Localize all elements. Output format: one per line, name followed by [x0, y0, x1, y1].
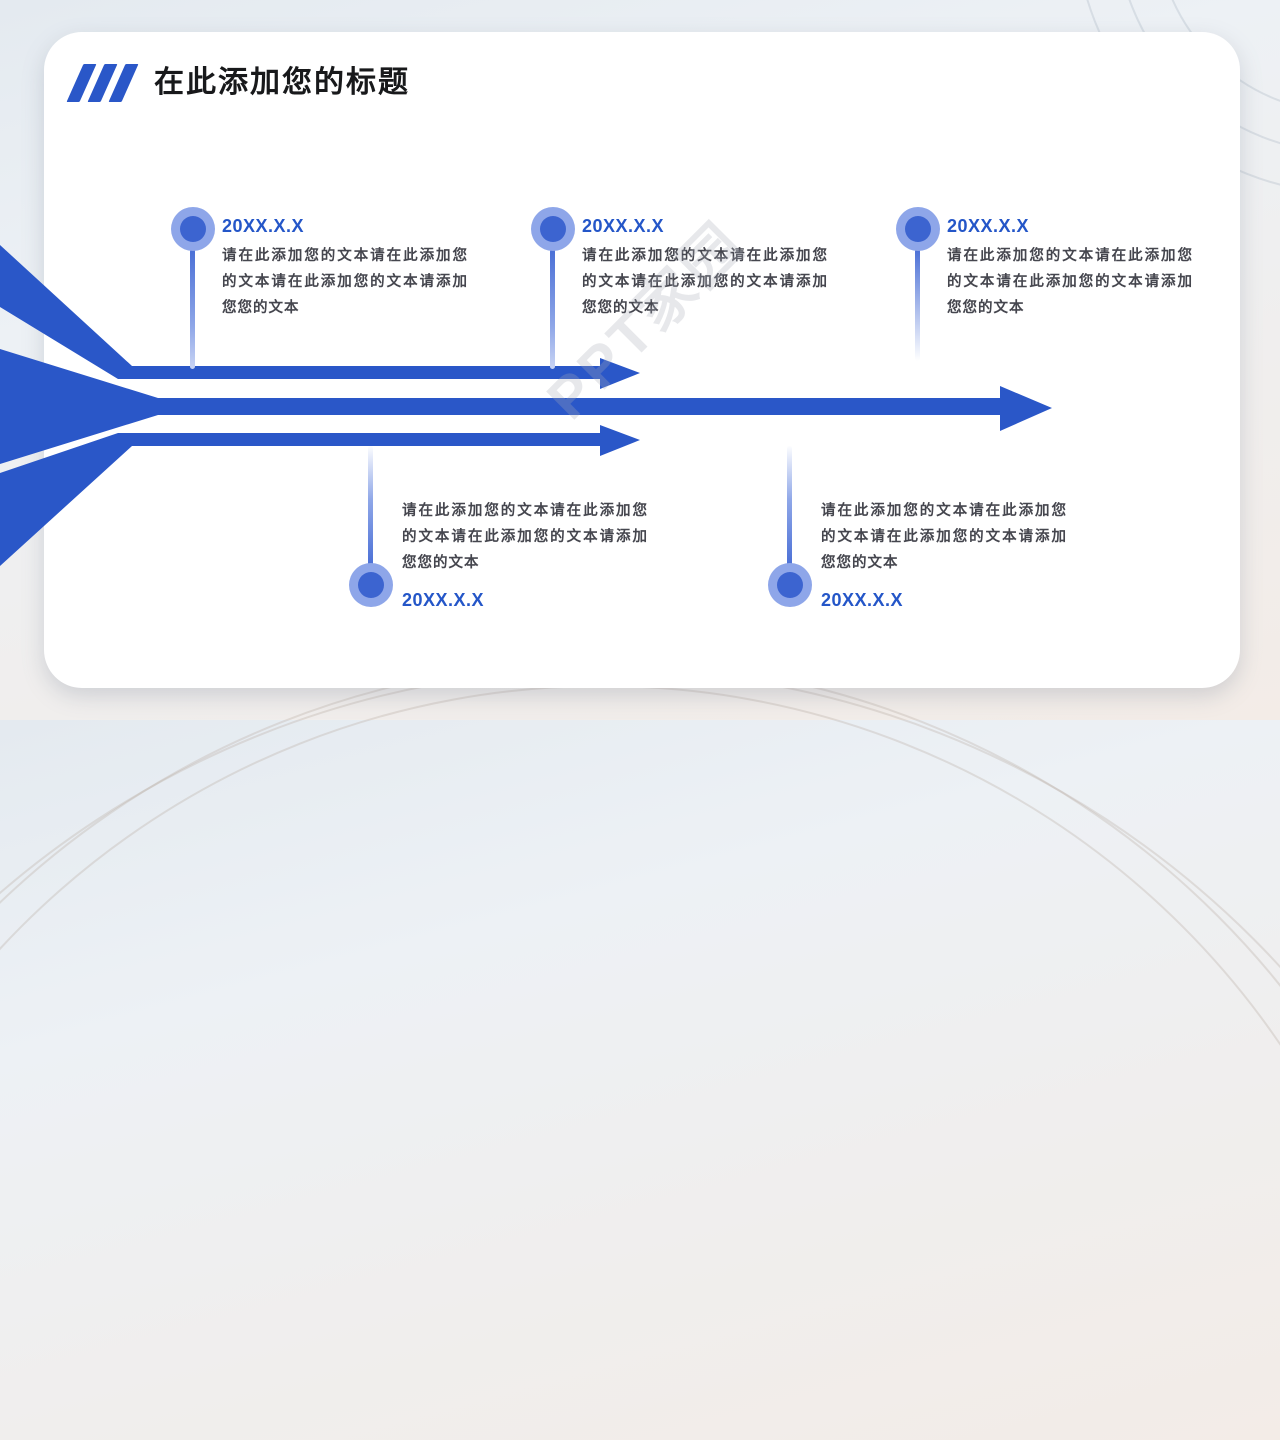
timeline-stem	[787, 446, 792, 566]
item-text: 请在此添加您的文本请在此添加您的文本请在此添加您的文本请添加您您的文本	[821, 503, 1067, 571]
timeline-item: 20XX.X.X 请在此添加您的文本请在此添加您的文本请在此添加您的文本请添加您…	[896, 207, 1206, 377]
timeline-stem	[550, 249, 555, 369]
item-text: 请在此添加您的文本请在此添加您的文本请在此添加您的文本请添加您您的文本	[582, 248, 828, 316]
timeline-stem	[368, 446, 373, 566]
triple-slash-icon	[66, 64, 139, 102]
item-text: 请在此添加您的文本请在此添加您的文本请在此添加您的文本请添加您您的文本	[947, 248, 1193, 316]
timeline-item: 20XX.X.X 请在此添加您的文本请在此添加您的文本请在此添加您的文本请添加您…	[531, 207, 841, 377]
timeline-stem	[915, 249, 920, 361]
timeline-item: 请在此添加您的文本请在此添加您的文本请在此添加您的文本请添加您您的文本 20XX…	[768, 446, 1078, 626]
timeline-node-icon	[531, 207, 575, 251]
date-label: 20XX.X.X	[947, 216, 1030, 236]
date-label: 20XX.X.X	[222, 216, 305, 236]
timeline-node-icon	[768, 563, 812, 607]
arrow-top	[0, 245, 640, 389]
title-row: 在此添加您的标题	[66, 64, 410, 102]
item-text: 请在此添加您的文本请在此添加您的文本请在此添加您的文本请添加您您的文本	[222, 248, 468, 316]
timeline-item: 20XX.X.X 请在此添加您的文本请在此添加您的文本请在此添加您的文本请添加您…	[171, 207, 481, 377]
item-text: 请在此添加您的文本请在此添加您的文本请在此添加您的文本请添加您您的文本	[402, 503, 648, 571]
arrow-bottom	[0, 425, 640, 566]
date-label: 20XX.X.X	[402, 590, 485, 610]
page-title: 在此添加您的标题	[154, 66, 410, 99]
date-label: 20XX.X.X	[821, 590, 904, 610]
arrow-main	[0, 349, 1052, 464]
timeline-node-icon	[896, 207, 940, 251]
flow-arrows-graphic	[0, 245, 1052, 566]
timeline-stem	[190, 249, 195, 369]
timeline-item: 请在此添加您的文本请在此添加您的文本请在此添加您的文本请添加您您的文本 20XX…	[349, 446, 659, 626]
timeline-node-icon	[349, 563, 393, 607]
slide-card	[44, 32, 1240, 688]
background-arc	[0, 668, 1280, 1440]
date-label: 20XX.X.X	[582, 216, 665, 236]
timeline-node-icon	[171, 207, 215, 251]
